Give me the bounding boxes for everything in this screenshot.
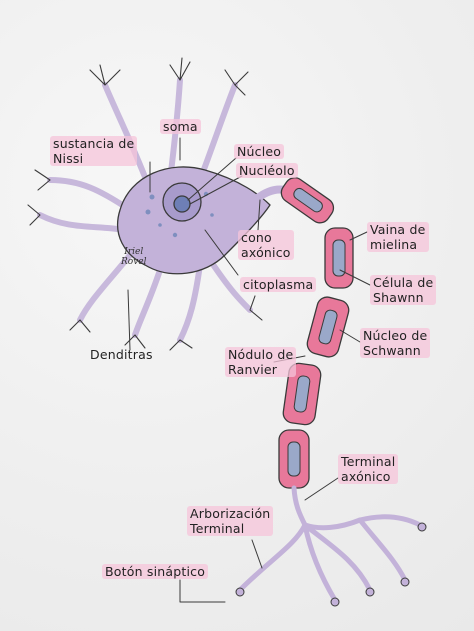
label-nucleolo: Nucléolo (236, 163, 298, 178)
label-arborizacion-terminal: Arborización Terminal (187, 506, 274, 536)
axon-hillock (251, 185, 289, 204)
label-soma: soma (160, 119, 201, 134)
terminal-branches (237, 485, 423, 603)
label-sustancia-nissi: sustancia de Nissi (50, 136, 138, 166)
dendrite-outlines (27, 57, 263, 351)
label-nodulo-ranvier: Nódulo de Ranvier (225, 347, 297, 377)
label-citoplasma: citoplasma (240, 277, 317, 292)
artist-signature: Iriel Rovel (121, 247, 147, 267)
label-nucleo: Núcleo (234, 144, 285, 159)
label-cono-axonico: cono axónico (238, 230, 294, 260)
nissl-dots (145, 191, 214, 238)
label-dendritas: Denditras (90, 347, 153, 362)
soma-body (116, 166, 271, 275)
label-boton-sinaptico: Botón sináptico (102, 564, 209, 579)
schwann-nuclei (287, 187, 346, 477)
pointer-lines (127, 137, 371, 603)
nucleolus-shape (173, 195, 191, 213)
label-terminal-axonico: Terminal axónico (338, 454, 399, 484)
label-celula-shawnn: Célula de Shawnn (370, 275, 437, 305)
synaptic-buttons (235, 522, 427, 607)
label-nucleo-schwann: Núcleo de Schwann (360, 328, 431, 358)
label-vaina-mielina: Vaina de mielina (367, 222, 429, 252)
